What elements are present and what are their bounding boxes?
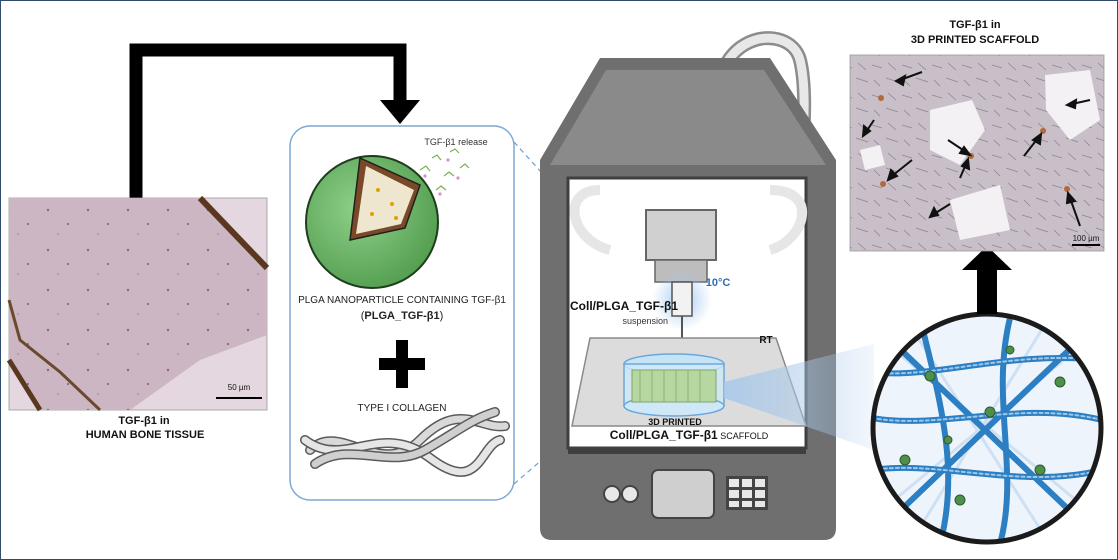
nanoparticle-paren-open: ( <box>360 310 365 322</box>
scaffold-suffix: SCAFFOLD <box>717 431 769 441</box>
bone-scale-bar-label: 50 µm <box>227 383 251 392</box>
upward-arrow <box>962 246 1012 314</box>
suspension-title: Coll/PLGA_TGF-β1 <box>570 299 678 313</box>
temperature-label: 10°C <box>705 277 731 289</box>
nanoparticle-name: PLGA_TGF-β1 <box>364 310 440 322</box>
scaffold-micrograph <box>849 54 1105 252</box>
collagen-helix <box>300 407 510 477</box>
nanoparticle-paren-close: ) <box>439 310 444 322</box>
bone-caption-line1: TGF-β1 in <box>118 415 170 427</box>
suspension-sub: suspension <box>622 316 668 326</box>
bracket-arrow <box>129 43 420 198</box>
scaffold-name: Coll/PLGA_TGF-β1 <box>609 428 718 442</box>
scaffold-image-caption-line1: TGF-β1 in <box>949 19 1001 31</box>
bone-tissue-image <box>6 195 270 412</box>
scaffold-fibers-zoom <box>870 311 1104 545</box>
plus-sign <box>379 340 425 388</box>
bone-caption-line2: HUMAN BONE TISSUE <box>85 429 205 441</box>
scaffold-scale-bar-label: 100 µm <box>1072 234 1100 243</box>
scaffold-image-caption-line2: 3D PRINTED SCAFFOLD <box>910 34 1040 46</box>
magnification-beam <box>724 344 874 450</box>
release-label: TGF-β1 release <box>424 137 488 147</box>
rt-label: RT <box>759 335 773 346</box>
plga-nanoparticle <box>305 148 470 289</box>
scaffold-caption-line1: 3D PRINTED <box>648 417 702 427</box>
collagen-label: TYPE I COLLAGEN <box>357 403 447 414</box>
nanoparticle-caption-line2: (PLGA_TGF-β1) <box>293 310 511 322</box>
scaffold-caption-line2: Coll/PLGA_TGF-β1 SCAFFOLD <box>566 428 812 442</box>
nanoparticle-caption-line1: PLGA NANOPARTICLE CONTAINING TGF-β1 <box>298 295 506 306</box>
3d-printer <box>540 31 836 540</box>
